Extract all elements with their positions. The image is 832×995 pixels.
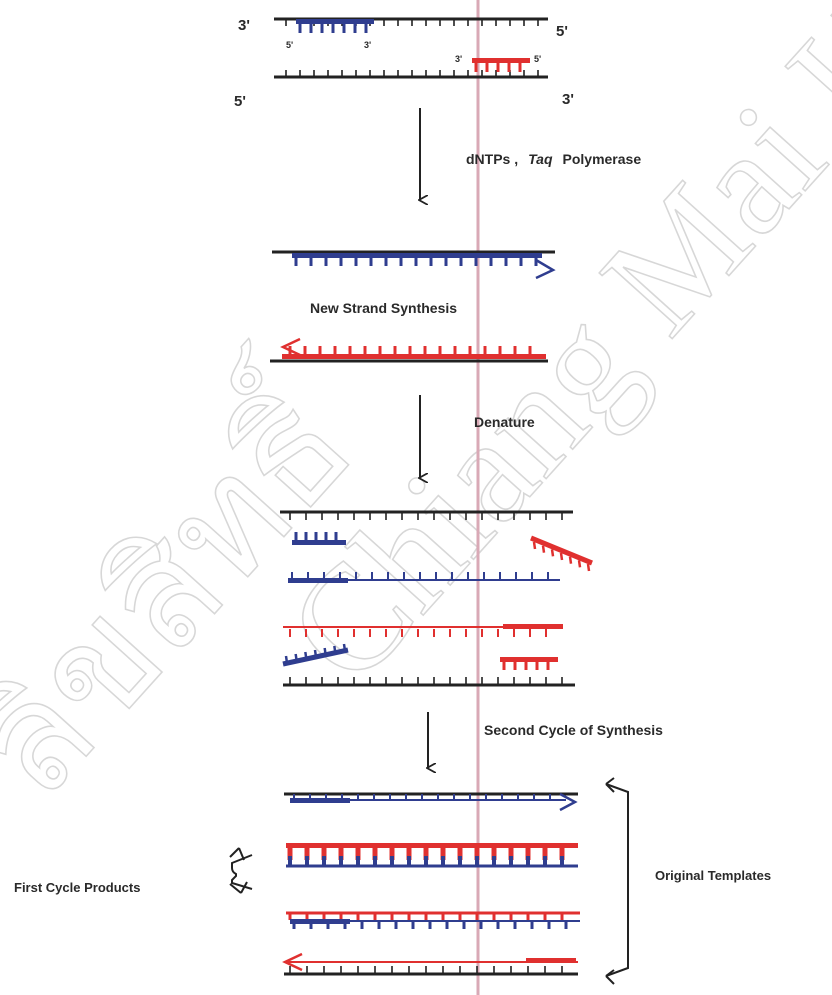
blue-new-strand [292,253,542,258]
red-primer [500,657,558,662]
base-tick [552,549,553,556]
red-new-strand [282,354,546,359]
end-label-red-3: 3' [455,54,462,64]
base-tick [534,542,535,549]
stage-1-annealed: 3' 5' 5' 3' 3' 5' 5' 3' [234,17,574,110]
base-tick [570,557,571,564]
denature-label: Denature [474,414,535,430]
base-tick [588,564,589,571]
blue-primer-ticks [300,24,366,33]
watermark: ลิขสิทธิ์ Chiang Mai University [0,0,832,829]
end-label-red-5: 5' [534,54,541,64]
base-tick [579,560,580,567]
base-tick [334,646,335,653]
new-strand-label: New Strand Synthesis [310,300,457,316]
base-tick [305,652,306,659]
blue-new-strand-ticks [296,258,536,266]
base-tick [561,553,562,560]
blue-primer [290,919,350,924]
first-cycle-products-label: First Cycle Products [14,880,140,895]
first-cycle-bracket [232,855,252,889]
end-label-top-left: 3' [238,17,250,34]
end-label-bottom-left: 5' [234,93,246,110]
red-full-strand [286,843,578,848]
blue-primer [292,540,346,545]
red-strand-segment [503,624,563,629]
original-templates-bracket [606,784,628,976]
blue-strand-arrowhead [560,794,575,810]
base-tick [315,650,316,657]
stage-4-products [284,794,580,974]
base-tick [286,656,287,663]
red-primer-ticks [504,662,548,670]
end-label-blue-3: 3' [364,40,371,50]
blue-primer [296,19,374,24]
end-label-blue-5: 5' [286,40,293,50]
original-templates-bracket-head-bottom [606,970,614,984]
base-tick [325,648,326,655]
end-label-bottom-right: 3' [562,91,574,108]
base-tick [344,644,345,651]
end-label-top-right: 5' [556,23,568,40]
red-primer [472,58,530,63]
second-cycle-label: Second Cycle of Synthesis [484,722,663,738]
original-templates-label: Original Templates [655,868,771,883]
base-tick [296,654,297,661]
red-primer [526,958,576,963]
base-tick [543,546,544,553]
